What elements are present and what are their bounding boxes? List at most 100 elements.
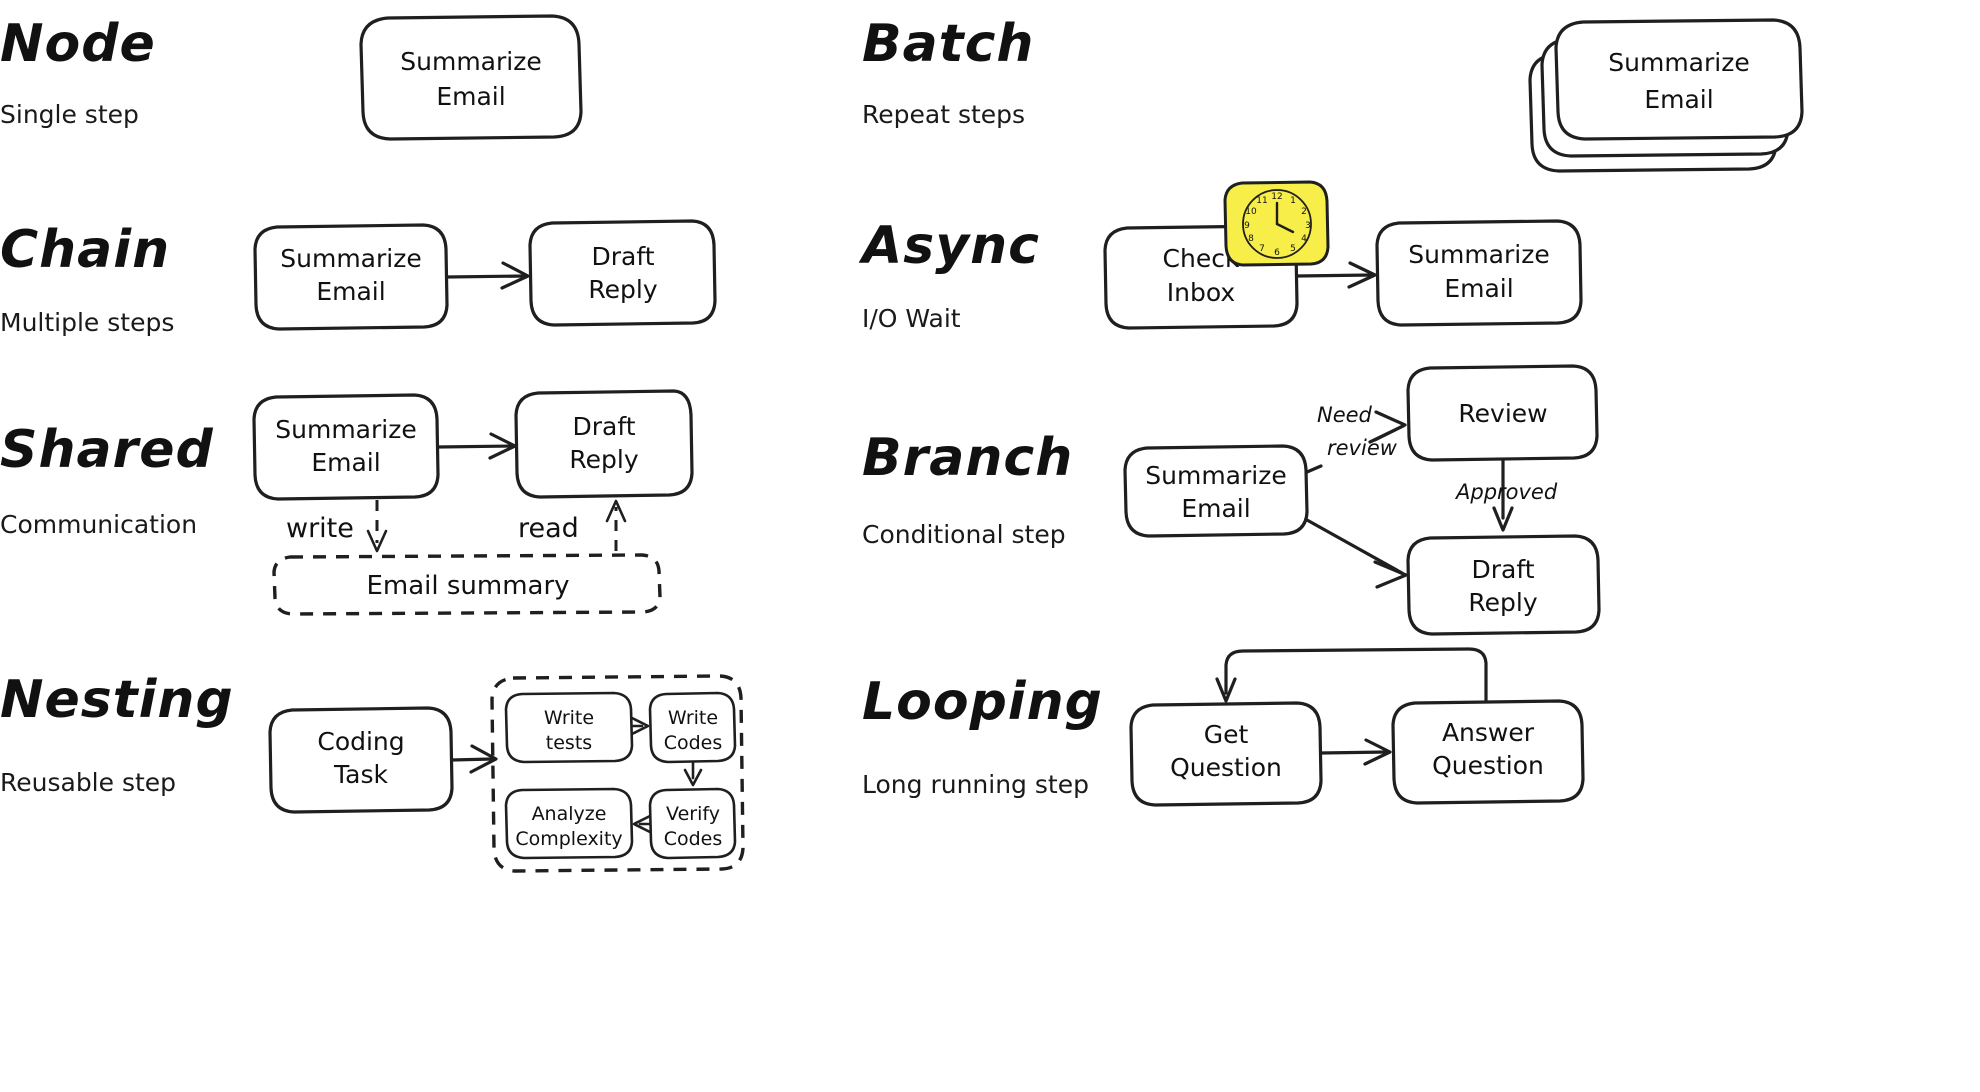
branch-node-draft-reply[interactable] — [1406, 534, 1601, 636]
looping-edge-loop-back — [1215, 647, 1488, 703]
section-branch-heading: Branch — [862, 428, 1074, 488]
section-batch-heading: Batch — [862, 14, 1035, 74]
branch-diagram: Summarize Email Review Draft Reply Need … — [1123, 364, 1601, 636]
section-looping-heading: Looping — [862, 672, 1103, 732]
branch-node-review[interactable] — [1406, 364, 1599, 462]
node-box-line1: Summarize — [400, 47, 541, 76]
shared-node-b-line1: Draft — [572, 412, 635, 441]
nesting-edge-vc-ac — [632, 814, 652, 834]
looping-node-answer-question[interactable] — [1391, 699, 1585, 805]
async-edge-arrow — [1295, 261, 1377, 289]
shared-write-label: write — [286, 513, 354, 544]
nesting-edge-wc-vc — [683, 760, 703, 787]
shared-node-b-line2: Reply — [569, 445, 638, 474]
nesting-node-wc-line1: Write — [668, 707, 718, 729]
nesting-edge-into-subgraph — [450, 744, 498, 774]
nesting-diagram: Coding Task Write tests Write Codes Veri… — [268, 674, 745, 873]
svg-text:7: 7 — [1259, 244, 1265, 254]
section-chain-heading: Chain — [0, 220, 171, 280]
section-shared-subtitle: Communication — [0, 510, 198, 539]
section-branch-subtitle: Conditional step — [862, 520, 1066, 549]
branch-node-a-line1: Summarize — [1145, 461, 1286, 490]
shared-node-summarize-email[interactable] — [252, 393, 440, 501]
section-nesting-heading: Nesting — [0, 670, 234, 730]
svg-text:11: 11 — [1256, 196, 1267, 206]
looping-node-get-question[interactable] — [1129, 701, 1323, 807]
async-diagram: Check Inbox Summarize Email 12 1 2 3 4 5… — [1103, 180, 1583, 330]
nesting-node-wt-line1: Write — [544, 707, 594, 729]
svg-text:2: 2 — [1301, 207, 1307, 217]
branch-node-a-line2: Email — [1181, 494, 1250, 523]
section-chain: Chain Multiple steps — [0, 220, 174, 337]
section-nesting-subtitle: Reusable step — [0, 768, 177, 797]
async-node-summarize-email[interactable] — [1375, 219, 1583, 327]
chain-node-b-line2: Reply — [588, 275, 657, 304]
section-node: Node Single step — [0, 14, 156, 129]
nesting-node-vc-line2: Codes — [664, 828, 723, 850]
nesting-node-verify-codes[interactable] — [648, 787, 737, 860]
shared-store-email-summary[interactable] — [272, 553, 662, 616]
nesting-node-write-codes[interactable] — [648, 691, 737, 764]
nesting-subgraph-boundary[interactable] — [490, 674, 745, 873]
shared-node-draft-reply[interactable] — [514, 389, 694, 499]
branch-node-c-line1: Draft — [1471, 555, 1534, 584]
looping-node-b-line1: Answer — [1442, 718, 1535, 747]
looping-diagram: Get Question Answer Question — [1129, 647, 1585, 807]
nesting-node-write-tests[interactable] — [504, 691, 634, 764]
svg-text:8: 8 — [1248, 234, 1254, 244]
batch-box-summarize-email[interactable] — [1554, 18, 1804, 141]
branch-node-c-line2: Reply — [1468, 588, 1537, 617]
nesting-node-ac-line2: Complexity — [515, 828, 622, 850]
section-looping: Looping Long running step — [862, 672, 1103, 799]
node-diagram: Summarize Email — [359, 14, 583, 141]
branch-node-review-label: Review — [1458, 399, 1547, 428]
shared-node-a-line2: Email — [311, 448, 380, 477]
section-node-heading: Node — [0, 14, 156, 74]
chain-node-b-line1: Draft — [591, 242, 654, 271]
svg-text:5: 5 — [1290, 244, 1296, 254]
branch-node-summarize-email[interactable] — [1123, 444, 1309, 538]
nesting-node-a-line1: Coding — [317, 727, 404, 756]
svg-text:1: 1 — [1290, 196, 1296, 206]
section-shared-heading: Shared — [0, 420, 214, 480]
shared-node-a-line1: Summarize — [275, 415, 416, 444]
node-box-line2: Email — [436, 82, 505, 111]
branch-edge-need-review — [1305, 410, 1407, 474]
chain-diagram: Summarize Email Draft Reply — [253, 219, 717, 331]
section-async-heading: Async — [862, 216, 1040, 276]
section-branch: Branch Conditional step — [862, 428, 1073, 549]
section-node-subtitle: Single step — [0, 100, 139, 129]
batch-box-line2: Email — [1644, 85, 1713, 114]
chain-edge-arrow — [445, 261, 530, 290]
svg-text:3: 3 — [1305, 221, 1311, 231]
nesting-node-coding-task[interactable] — [268, 706, 454, 814]
chain-node-a-line1: Summarize — [280, 244, 421, 273]
async-node-b-line1: Summarize — [1408, 240, 1549, 269]
branch-label-approved: Approved — [1454, 480, 1558, 504]
nesting-node-vc-line1: Verify — [666, 803, 720, 825]
branch-edge-approved — [1492, 458, 1514, 532]
svg-text:10: 10 — [1245, 207, 1257, 217]
shared-store-label: Email summary — [366, 571, 569, 601]
section-chain-subtitle: Multiple steps — [0, 308, 175, 337]
nesting-node-analyze-complexity[interactable] — [504, 787, 634, 860]
svg-text:4: 4 — [1301, 234, 1307, 244]
chain-node-draft-reply[interactable] — [528, 219, 717, 327]
nesting-node-wt-line2: tests — [546, 732, 592, 754]
clock-icon: 12 1 2 3 4 5 6 7 8 9 10 11 — [1223, 180, 1330, 267]
branch-label-review: review — [1327, 436, 1398, 460]
shared-read-label: read — [518, 513, 579, 544]
branch-label-need: Need — [1317, 403, 1373, 427]
section-batch-subtitle: Repeat steps — [862, 100, 1026, 129]
section-nesting: Nesting Reusable step — [0, 670, 234, 797]
node-box-summarize-email[interactable] — [359, 14, 583, 141]
svg-text:9: 9 — [1244, 221, 1250, 231]
chain-node-a-line2: Email — [316, 277, 385, 306]
section-shared: Shared Communication — [0, 420, 214, 539]
branch-edge-direct — [1305, 518, 1408, 589]
nesting-node-ac-line1: Analyze — [532, 803, 607, 825]
looping-edge-forward — [1319, 738, 1392, 766]
chain-node-summarize-email[interactable] — [253, 223, 449, 331]
shared-write-arrow — [366, 500, 388, 553]
